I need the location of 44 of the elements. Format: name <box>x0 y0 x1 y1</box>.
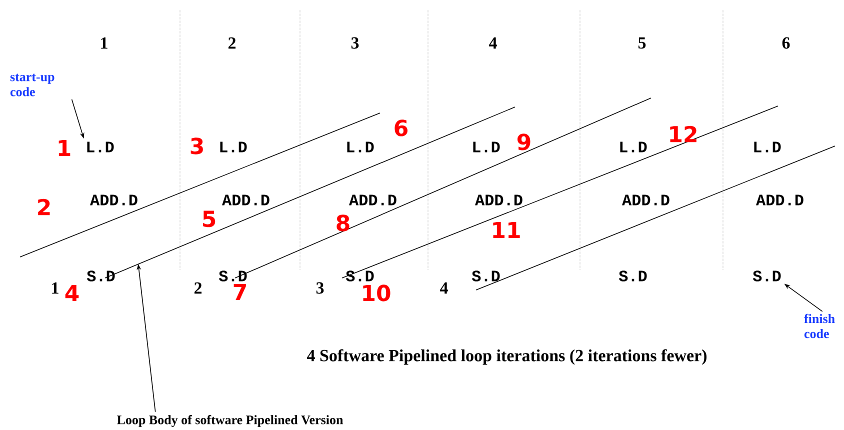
instruction-text: L.D <box>87 142 114 152</box>
annotation-text: start-up code <box>10 74 54 96</box>
iteration-number: 4 <box>440 282 448 294</box>
instruction-text: L.D <box>220 142 247 152</box>
handwritten-number: 9 <box>518 134 530 150</box>
instruction-text: S.D <box>472 270 500 282</box>
instruction-text: S.D <box>86 270 115 282</box>
handwritten-number: 4 <box>65 284 79 301</box>
column-number: 2 <box>228 37 236 49</box>
instruction-text: S.D <box>218 270 247 282</box>
column-number: 1 <box>101 37 108 49</box>
handwritten-number: 8 <box>336 214 350 232</box>
instruction-text: ADD.D <box>222 194 270 206</box>
instruction-text: ADD.D <box>475 194 522 206</box>
iteration-number: 1 <box>52 282 58 294</box>
handwritten-number: 11 <box>493 222 520 238</box>
caption: 4 Software Pipelined loop iterations (2 iterations fewer) <box>306 349 707 365</box>
handwritten-number: 6 <box>394 120 408 136</box>
column-number: 5 <box>638 37 646 49</box>
instruction-text: ADD.D <box>90 194 138 206</box>
instruction-text: L.D <box>620 142 647 152</box>
handwritten-number: 2 <box>38 198 50 216</box>
annotation-text: Loop Body of software Pipelined Version <box>117 415 344 427</box>
instruction-text: L.D <box>347 142 374 152</box>
column-number: 4 <box>489 37 497 49</box>
column-number: 3 <box>351 37 359 49</box>
instruction-text: S.D <box>618 270 647 282</box>
handwritten-number: 7 <box>234 284 246 300</box>
instruction-text: ADD.D <box>622 194 670 206</box>
instruction-text: S.D <box>752 270 781 282</box>
instruction-text: L.D <box>754 142 781 152</box>
instruction-text: ADD.D <box>349 194 396 206</box>
instruction-text: ADD.D <box>756 194 804 206</box>
instruction-text: S.D <box>346 270 374 282</box>
instruction-text: L.D <box>473 142 500 152</box>
iteration-number: 3 <box>316 282 324 294</box>
handwritten-number: 12 <box>670 126 696 142</box>
handwritten-number: 3 <box>190 138 203 154</box>
iteration-number: 2 <box>194 282 202 294</box>
handwritten-number: 1 <box>58 140 70 156</box>
column-number: 6 <box>782 37 790 49</box>
handwritten-number: 5 <box>203 210 216 228</box>
annotation-text: finish code <box>804 314 835 338</box>
handwritten-number: 10 <box>363 284 390 302</box>
